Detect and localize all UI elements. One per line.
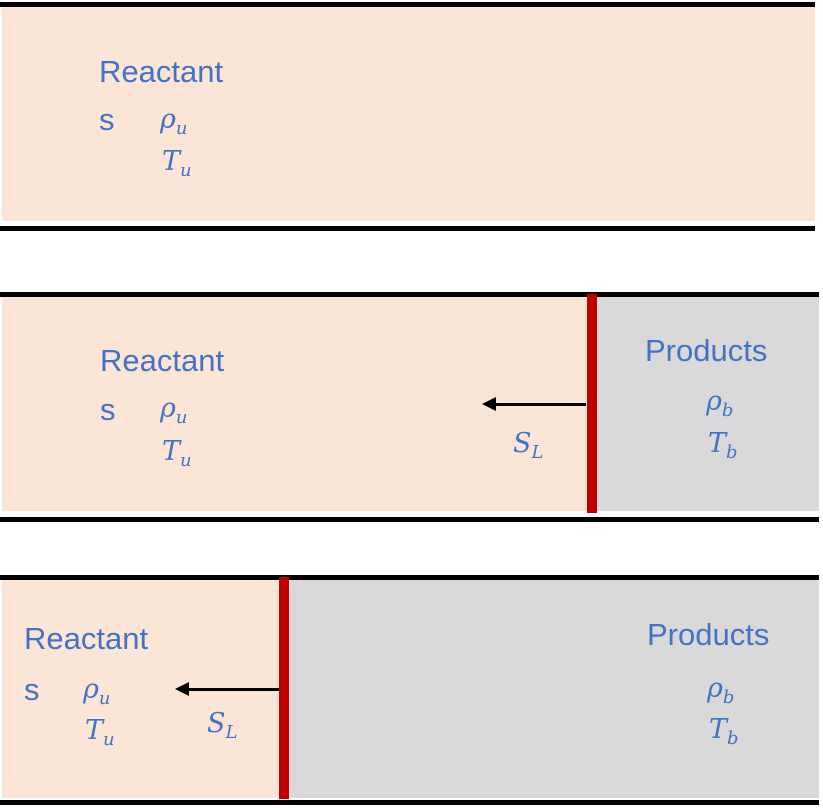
reactants-label-line1: Reactant xyxy=(99,54,224,89)
flame-speed-arrow xyxy=(494,403,586,406)
flame-speed-arrowhead xyxy=(482,397,496,411)
tube-panel-initial: Reactant s ρu Tu xyxy=(0,0,823,235)
tube-bottom-wall xyxy=(0,800,819,805)
reactants-temperature-symbol: Tu xyxy=(162,146,192,181)
tube-top-wall xyxy=(0,292,819,297)
tube-bottom-wall xyxy=(0,517,819,522)
flame-speed-symbol: SL xyxy=(207,708,238,743)
tube-top-wall xyxy=(0,575,819,580)
tube-panel-flame-left: Reactant s ρu Tu SL Products ρb Tb xyxy=(0,573,823,808)
reactants-density-symbol: ρu xyxy=(160,393,188,428)
flame-speed-arrow xyxy=(187,688,279,691)
tube-top-wall xyxy=(0,2,815,7)
products-label: Products xyxy=(645,333,768,368)
flame-front xyxy=(279,577,289,799)
tube-panel-flame-right: Reactant s ρu Tu SL Products ρb Tb xyxy=(0,290,823,525)
products-zone xyxy=(289,580,819,798)
products-zone xyxy=(597,297,819,511)
reactants-label-line1: Reactant xyxy=(24,621,149,656)
products-density-symbol: ρb xyxy=(706,386,734,421)
reactants-density-symbol: ρu xyxy=(83,674,111,709)
products-temperature-symbol: Tb xyxy=(708,428,738,463)
reactants-label-line1: Reactant xyxy=(100,343,225,378)
flame-speed-arrowhead xyxy=(175,682,189,696)
products-density-symbol: ρb xyxy=(707,673,735,708)
reactants-density-symbol: ρu xyxy=(160,104,188,139)
reactants-zone xyxy=(2,7,815,221)
reactants-temperature-symbol: Tu xyxy=(85,715,115,750)
reactants-temperature-symbol: Tu xyxy=(162,436,192,471)
reactants-label-line2: s xyxy=(100,392,116,427)
flame-speed-symbol: SL xyxy=(513,428,544,463)
tube-bottom-wall xyxy=(0,226,815,231)
products-label: Products xyxy=(647,617,770,652)
flame-front xyxy=(587,294,597,513)
products-temperature-symbol: Tb xyxy=(709,714,739,749)
reactants-label-line2: s xyxy=(99,102,115,137)
reactants-label-line2: s xyxy=(24,672,40,707)
